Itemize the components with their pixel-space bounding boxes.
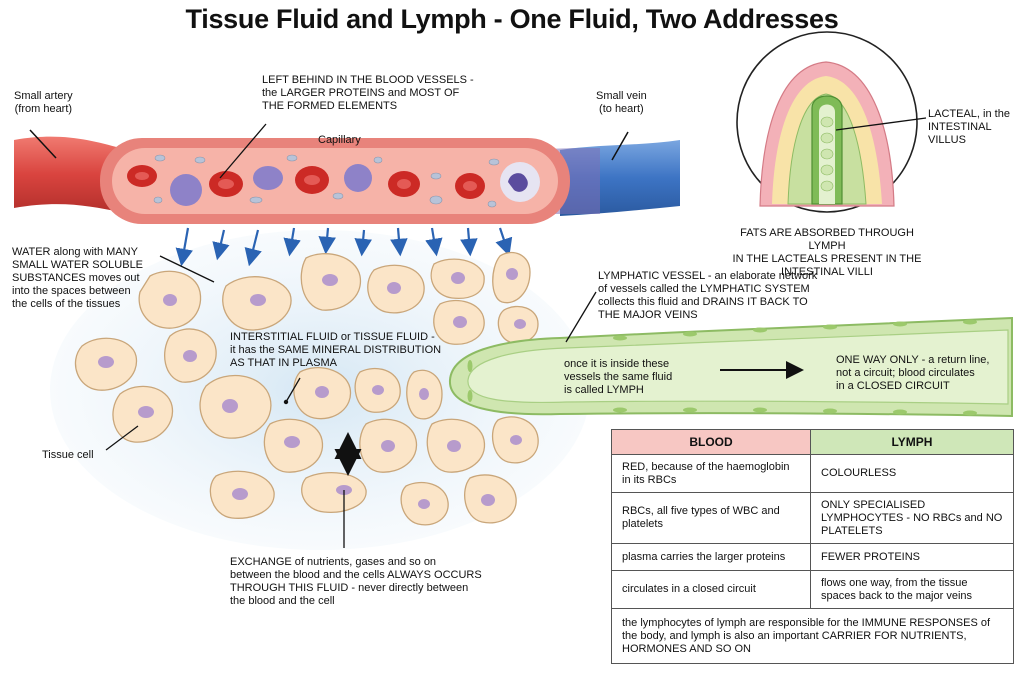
tissue-cell: [263, 418, 324, 473]
tissue-cell: [492, 251, 531, 304]
lacteal-pointer: [835, 117, 927, 131]
tissue-cell: [138, 270, 202, 329]
platelets: [153, 154, 500, 208]
table-cell: RBCs, all five types of WBC and platelet…: [611, 492, 811, 544]
blood-lymph-comparison-table: BLOOD LYMPH RED, because of the haemoglo…: [611, 429, 1014, 664]
tissue-cell: [430, 258, 485, 300]
tissue-cell: [222, 276, 292, 331]
blood-header: BLOOD: [611, 429, 811, 455]
tissue-cell: [367, 264, 425, 314]
page-title: Tissue Fluid and Lymph - One Fluid, Two …: [185, 4, 839, 34]
table-row: RBCs, all five types of WBC and platelet…: [611, 492, 1014, 544]
red-blood-cells: [127, 165, 485, 199]
table-header-row: BLOOD LYMPH: [611, 429, 1014, 455]
artery-flow-arrow: [29, 129, 57, 159]
lymphatic-vessel-pointer: [565, 291, 597, 343]
table-cell: COLOURLESS: [810, 454, 1014, 493]
table-cell: FEWER PROTEINS: [810, 543, 1014, 571]
tissue-cell: [199, 374, 272, 439]
tissue-cell: [301, 472, 367, 513]
table-cell: plasma carries the larger proteins: [611, 543, 811, 571]
table-cell: flows one way, from the tissue spaces ba…: [810, 570, 1014, 609]
left-behind-label: LEFT BEHIND IN THE BLOOD VESSELS -the LA…: [262, 74, 474, 112]
left-behind-pointer: [219, 123, 267, 179]
table-row: RED, because of the haemoglobin in its R…: [611, 454, 1014, 493]
wbc: [170, 174, 202, 206]
capillary-lumen: [112, 148, 558, 214]
vein-label: Small vein(to heart): [596, 90, 647, 115]
intestinal-villus: [736, 31, 918, 213]
tissue-cell-label: Tissue cell: [42, 449, 94, 461]
table-footer-row: the lymphocytes of lymph are responsible…: [611, 608, 1014, 664]
wbc: [253, 166, 283, 190]
white-blood-cells: [170, 162, 540, 206]
tissue-cell: [359, 418, 418, 473]
tissue-cell: [426, 418, 486, 473]
vein-flow-arrow: [611, 131, 629, 161]
tissue-cell: [464, 474, 517, 524]
tissue-cell: [300, 253, 362, 311]
interstitial-fluid-label: INTERSTITIAL FLUID or TISSUE FLUID -it h…: [230, 331, 442, 369]
table-row: circulates in a closed circuit flows one…: [611, 570, 1014, 609]
tissue-cell: [112, 385, 174, 443]
table-cell: circulates in a closed circuit: [611, 570, 811, 609]
interstitial-pointer: [285, 377, 301, 403]
wbc: [344, 164, 372, 192]
endothelial-cells: [467, 319, 977, 416]
tissue-cell: [74, 337, 138, 391]
tissue-cell: [354, 367, 401, 413]
tissue-cell-pointer: [105, 425, 139, 451]
tissue-cell: [209, 470, 275, 519]
one-way-label: ONE WAY ONLY - a return line,not a circu…: [836, 354, 990, 392]
water-pointer: [159, 255, 215, 283]
tissue-cell: [497, 305, 539, 344]
table-footer-cell: the lymphocytes of lymph are responsible…: [611, 608, 1014, 664]
artery-label: Small artery(from heart): [14, 90, 73, 115]
tissue-cell: [293, 367, 352, 420]
capillary-label: Capillary: [318, 134, 361, 146]
filtration-arrows: [175, 227, 513, 267]
tissue-cells: [74, 251, 539, 526]
table-cell: RED, because of the haemoglobin in its R…: [611, 454, 811, 493]
tissue-cell: [400, 481, 449, 526]
small-artery: [14, 136, 120, 212]
tissue-cell: [433, 299, 485, 345]
table-cell: ONLY SPECIALISED LYMPHOCYTES - NO RBCs a…: [810, 492, 1014, 544]
table-row: plasma carries the larger proteins FEWER…: [611, 543, 1014, 571]
tissue-cell: [164, 328, 217, 383]
lymph-header: LYMPH: [810, 429, 1014, 455]
tissue-cell: [491, 416, 539, 464]
tissue-cell: [406, 369, 443, 420]
